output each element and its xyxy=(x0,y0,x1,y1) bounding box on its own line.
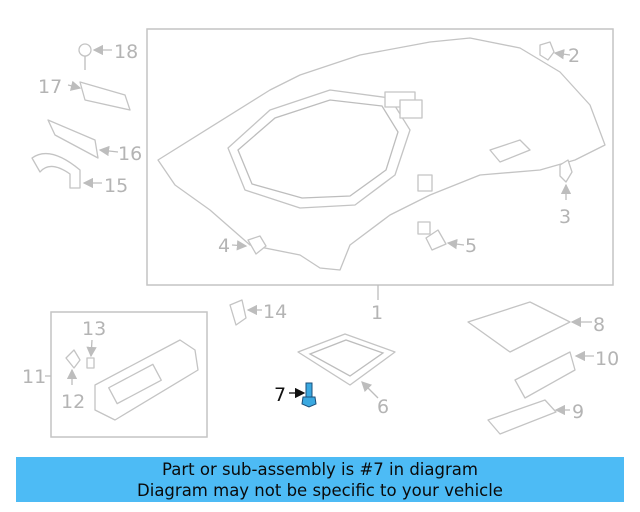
sun-visor-group-box xyxy=(50,311,208,438)
holder-part-12 xyxy=(65,349,81,369)
lens-part-10 xyxy=(514,351,576,399)
cover-part-9 xyxy=(487,399,557,435)
clip-part-2 xyxy=(539,41,555,61)
callout-16: 16 xyxy=(118,143,142,165)
info-banner: Part or sub-assembly is #7 in diagram Di… xyxy=(16,457,624,502)
lamp-part-8 xyxy=(467,301,571,353)
callout-4: 4 xyxy=(218,235,230,257)
callout-1: 1 xyxy=(371,302,383,324)
callout-8: 8 xyxy=(593,314,605,336)
callout-5: 5 xyxy=(465,235,477,257)
clip-part-14 xyxy=(229,299,247,326)
callout-13: 13 xyxy=(82,318,106,340)
callout-15: 15 xyxy=(104,175,128,197)
callout-18: 18 xyxy=(114,41,138,63)
headliner-part xyxy=(157,37,606,271)
clip-part-5 xyxy=(425,229,447,251)
callout-10: 10 xyxy=(595,348,619,370)
banner-line-part-number: Part or sub-assembly is #7 in diagram xyxy=(162,460,478,479)
banner-line-disclaimer: Diagram may not be specific to your vehi… xyxy=(137,481,503,500)
clip-part-3 xyxy=(559,159,573,183)
grab-handle-part-15 xyxy=(31,152,81,189)
callout-3: 3 xyxy=(559,206,571,228)
bolt-part-7 xyxy=(301,382,317,408)
callout-14: 14 xyxy=(263,301,287,323)
callout-11: 11 xyxy=(22,366,46,388)
bracket-part-16 xyxy=(47,119,99,159)
callout-12: 12 xyxy=(61,391,85,413)
bracket-part-17 xyxy=(79,81,131,111)
console-part-6 xyxy=(297,333,396,386)
clip-part-13 xyxy=(86,357,95,369)
callout-6: 6 xyxy=(377,396,389,418)
callout-9: 9 xyxy=(572,401,584,423)
screw-part-18 xyxy=(78,43,92,70)
clip-part-4 xyxy=(247,235,267,255)
headliner-group-box xyxy=(146,28,614,286)
callout-2: 2 xyxy=(568,45,580,67)
callout-7[interactable]: 7 xyxy=(274,384,286,406)
callout-17: 17 xyxy=(38,76,62,98)
